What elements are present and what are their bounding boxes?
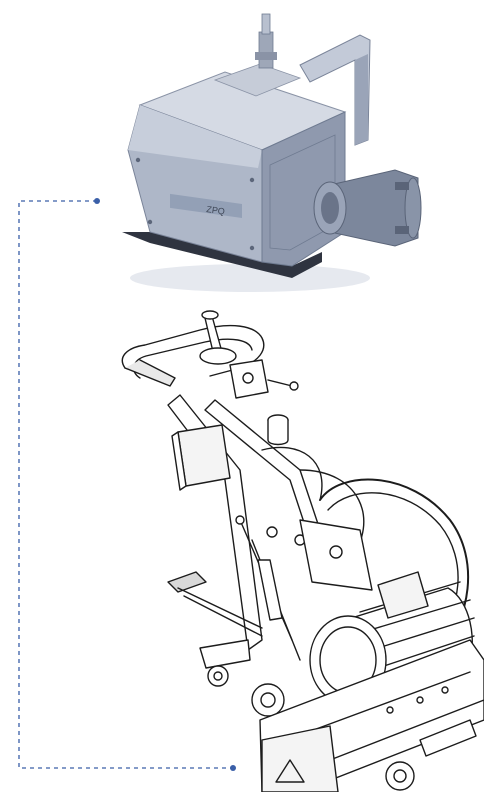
gearbox-module: [122, 13, 422, 292]
foot-pedal: [167, 571, 207, 593]
machine-assembly: [121, 310, 484, 792]
module-plate-text: ZPQ: [206, 204, 226, 216]
electric-box: [177, 424, 231, 487]
dashed-connector: [18, 200, 232, 769]
connector-dot-top: [94, 198, 100, 204]
connector-dot-bottom: [230, 765, 236, 771]
drum-housing: [261, 725, 339, 792]
